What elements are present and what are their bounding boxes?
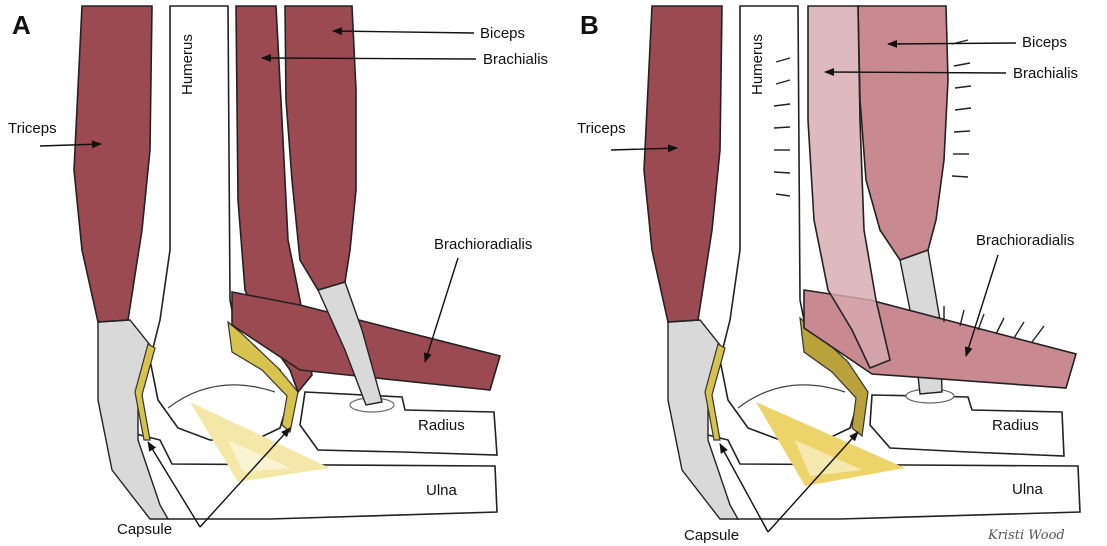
panel-b: B — [577, 6, 1080, 544]
artist-signature: Kristi Wood — [987, 528, 1065, 543]
panel-b-label-brachialis: Brachialis — [1013, 65, 1078, 82]
panel-b-relaxation-marks-right — [952, 40, 971, 177]
panel-b-arrow-biceps — [888, 43, 1016, 44]
panel-a-label-radius: Radius — [418, 417, 465, 434]
panel-b-label-radius: Radius — [992, 417, 1039, 434]
panel-a-biceps — [285, 6, 356, 290]
panel-a-label-brachioradialis: Brachioradialis — [434, 236, 532, 253]
panel-a-letter: A — [12, 10, 31, 40]
panel-a-triceps — [74, 6, 152, 322]
panel-a-arrow-biceps — [333, 31, 474, 33]
panel-b-label-capsule: Capsule — [684, 527, 739, 544]
panel-a-label-ulna: Ulna — [426, 482, 458, 499]
panel-a-arrow-brachialis — [262, 58, 476, 59]
panel-b-label-ulna: Ulna — [1012, 481, 1044, 498]
panel-a-label-biceps: Biceps — [480, 25, 525, 42]
panel-a: A Biceps Brachialis Humerus — [8, 6, 548, 538]
panel-a-label-brachialis: Brachialis — [483, 51, 548, 68]
panel-b-label-biceps: Biceps — [1022, 34, 1067, 51]
panel-b-letter: B — [580, 10, 599, 40]
panel-b-label-humerus: Humerus — [749, 34, 766, 95]
panel-b-label-triceps: Triceps — [577, 120, 626, 137]
panel-a-label-capsule: Capsule — [117, 521, 172, 538]
panel-a-label-triceps: Triceps — [8, 120, 57, 137]
panel-b-arrow-brachialis — [825, 72, 1006, 73]
panel-b-triceps — [644, 6, 722, 322]
panel-b-label-brachioradialis: Brachioradialis — [976, 232, 1074, 249]
panel-a-radius — [300, 392, 497, 455]
panel-a-label-humerus: Humerus — [179, 34, 196, 95]
